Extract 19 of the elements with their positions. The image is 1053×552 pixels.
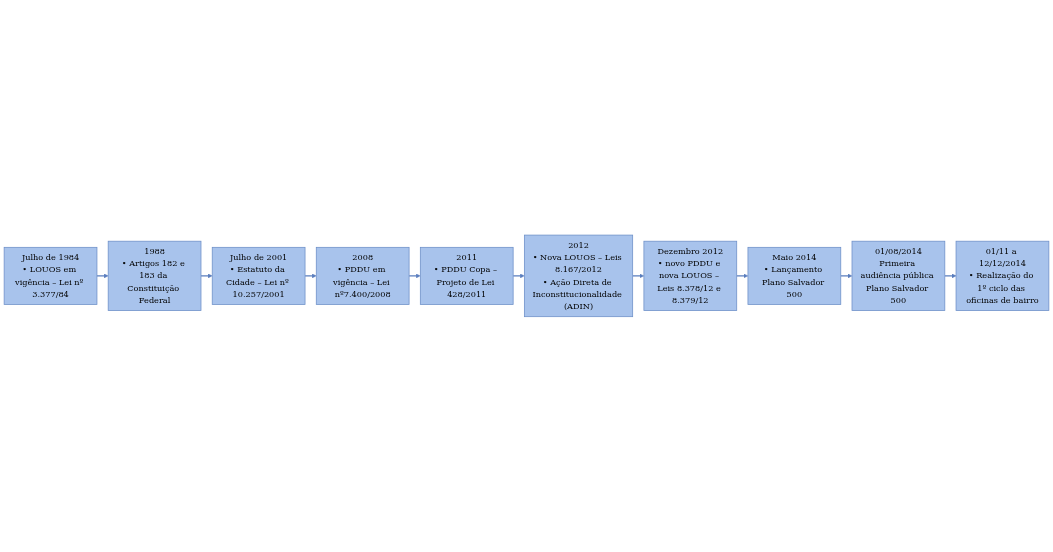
node-box: Julho de 1984 • LOUOS em vigência – Lei nº 3.377/84 <box>3 247 98 305</box>
node-box: Maio 2014 • Lançamento Plano Salvador 500 <box>747 247 842 305</box>
arrow <box>96 273 109 279</box>
node-box: 01/11 a 12/12/2014 • Realização do 1º ciclo das oficinas de bairro <box>955 240 1050 312</box>
node-box: Julho de 2001 • Estatuto da Cidade – Lei nº 10.257/2001 <box>211 247 306 305</box>
arrow <box>304 273 317 279</box>
arrow <box>736 273 749 279</box>
arrow <box>840 273 853 279</box>
arrow <box>512 273 525 279</box>
arrow <box>200 273 213 279</box>
arrow <box>944 273 957 279</box>
node-box: 2012 • Nova LOUOS – Leis 8.167/2012 • Ação Direta de Inconstitucionalidade (ADIN) <box>523 234 634 318</box>
node-box: 1988 • Artigos 182 e 183 da Constituição Federal <box>107 240 202 312</box>
node-box: Dezembro 2012 • novo PDDU e nova LOUOS – Leis 8.378/12 e 8.379/12 <box>643 240 738 312</box>
arrow <box>632 273 645 279</box>
arrow <box>408 273 421 279</box>
node-box: 2011 • PDDU Copa – Projeto de Lei 428/2011 <box>419 247 514 305</box>
node-box: 01/08/2014 Primeira audiência pública Plano Salvador 500 <box>851 240 946 312</box>
node-box: 2008 • PDDU em vigência – Lei nº7.400/2008 <box>315 247 410 305</box>
